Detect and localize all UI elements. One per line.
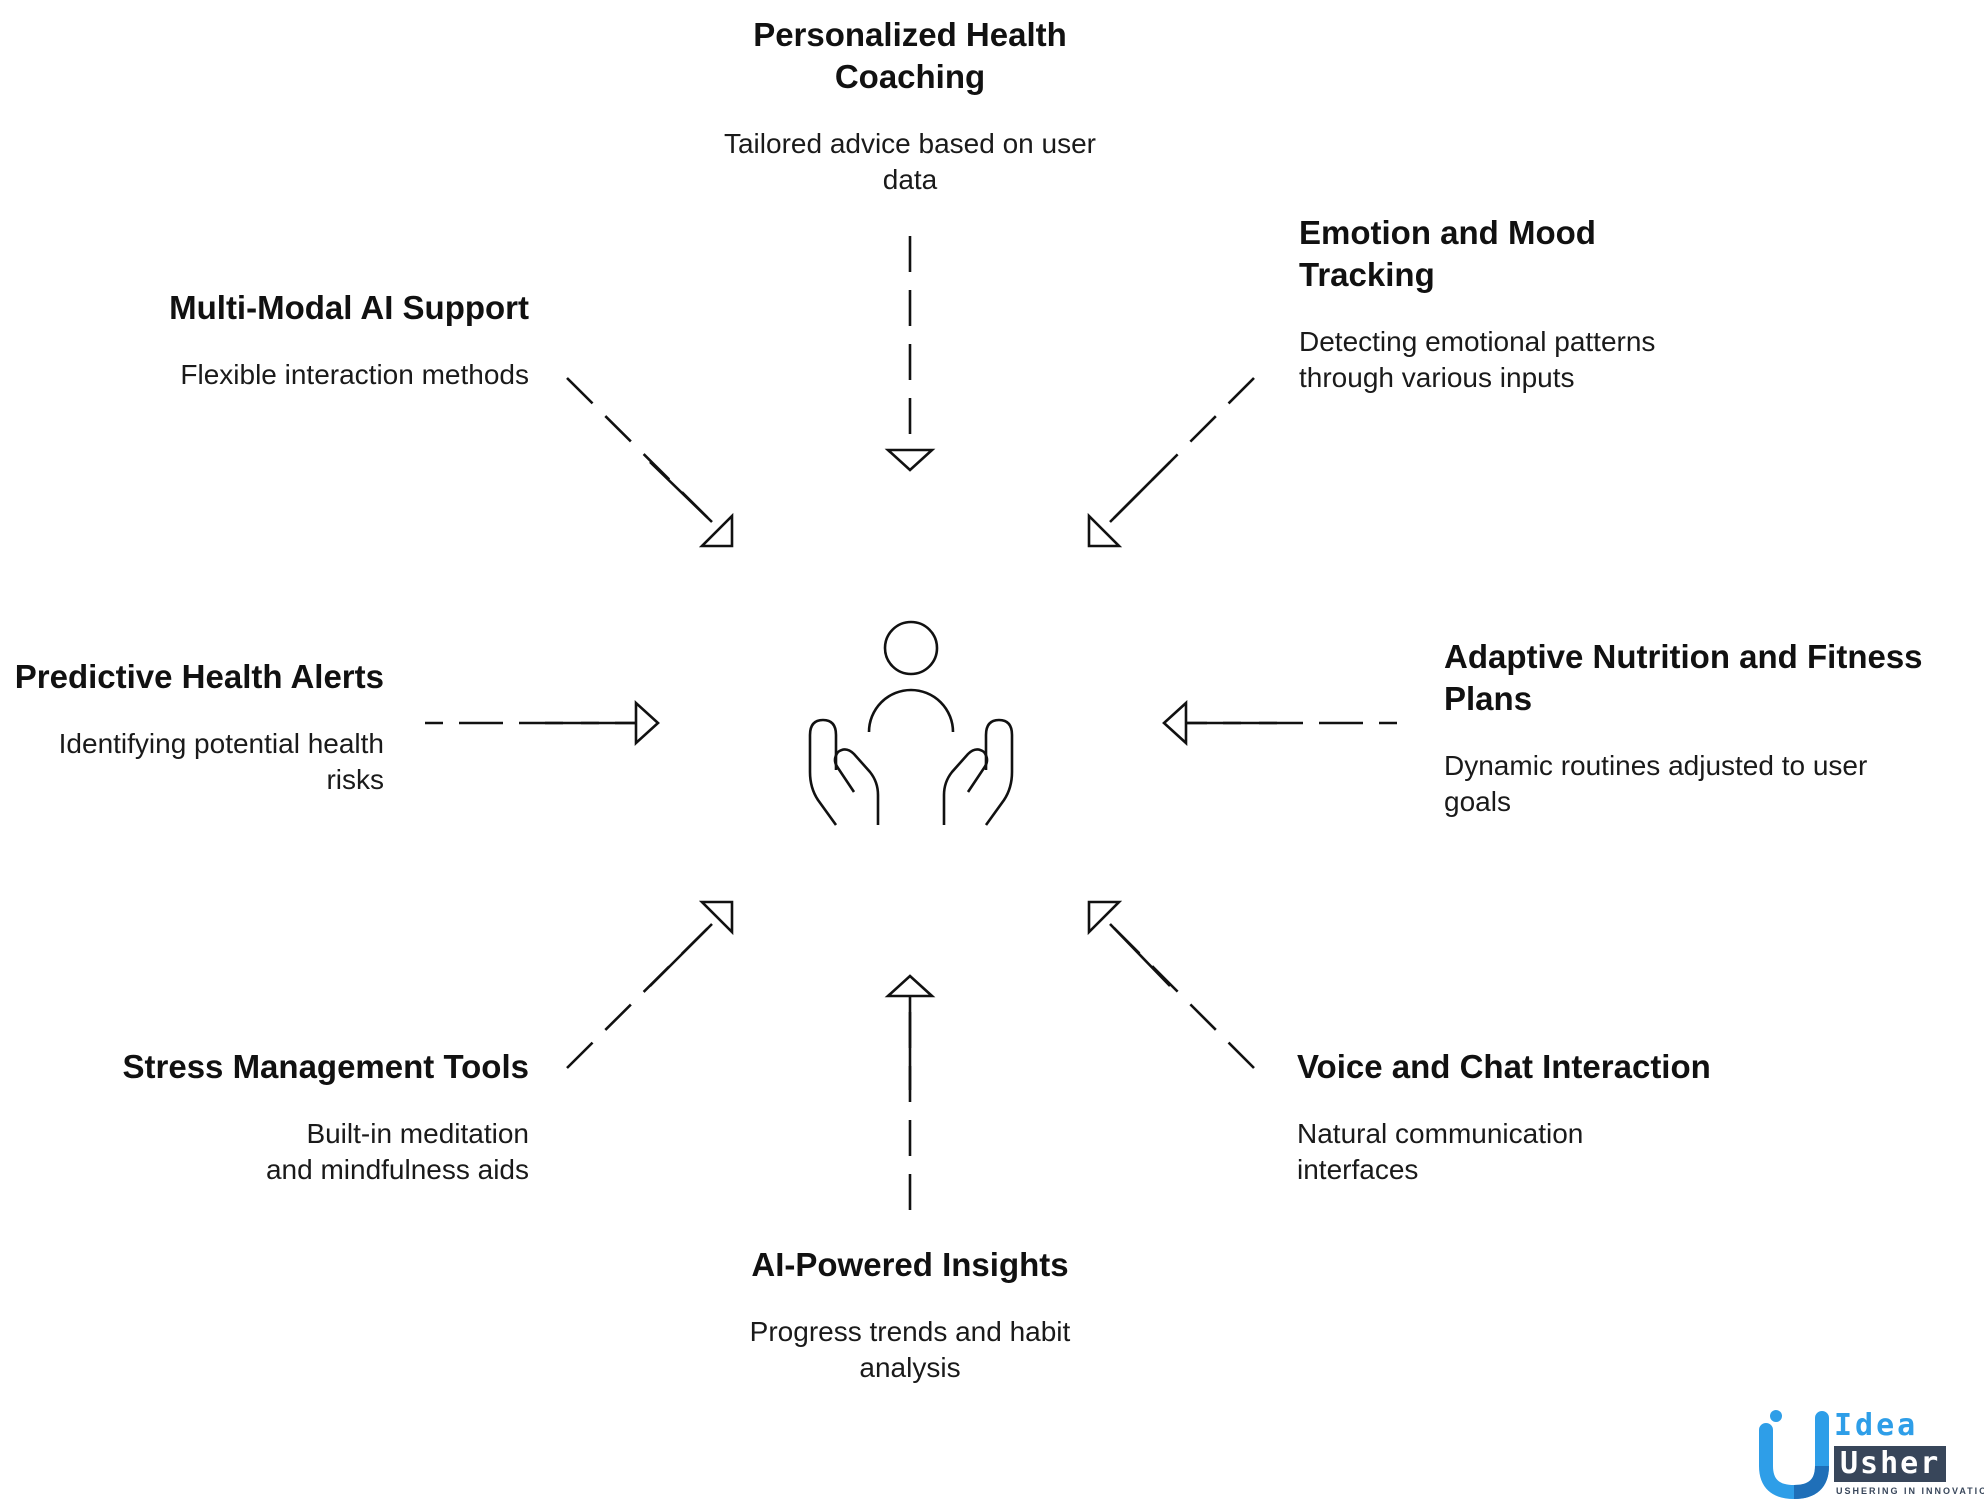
arrow-bottom bbox=[884, 974, 936, 1210]
feature-description: Detecting emotional patterns through var… bbox=[1299, 326, 1656, 393]
feature-title: Personalized Health Coaching bbox=[753, 16, 1067, 95]
feature-description: Natural communication interfaces bbox=[1297, 1118, 1584, 1185]
arrow-top-right bbox=[1087, 377, 1255, 548]
feature-title: Emotion and Mood Tracking bbox=[1299, 214, 1596, 293]
arrow-left bbox=[425, 700, 660, 746]
arrow-bottom-left bbox=[566, 900, 734, 1069]
feature-predictive-health-alerts: Predictive Health Alerts Identifying pot… bbox=[0, 656, 384, 798]
feature-title: Adaptive Nutrition and Fitness Plans bbox=[1444, 638, 1923, 717]
feature-description: Flexible interaction methods bbox=[180, 359, 529, 390]
feature-description: Built-in meditation and mindfulness aids bbox=[265, 1118, 529, 1185]
feature-personalized-health-coaching: Personalized Health Coaching Tailored ad… bbox=[700, 14, 1120, 198]
feature-emotion-mood-tracking: Emotion and Mood Tracking Detecting emot… bbox=[1299, 212, 1719, 396]
feature-multi-modal-ai-support: Multi-Modal AI Support Flexible interact… bbox=[100, 287, 529, 393]
feature-description: Dynamic routines adjusted to user goals bbox=[1444, 750, 1868, 817]
logo-tagline: USHERING IN INNOVATION bbox=[1836, 1486, 1984, 1496]
feature-title: Stress Management Tools bbox=[122, 1048, 530, 1085]
arrow-bottom-right bbox=[1087, 900, 1255, 1069]
logo-word-usher: Usher bbox=[1834, 1446, 1947, 1482]
person-with-caring-hands-icon bbox=[808, 620, 1014, 826]
logo-word-idea: Idea bbox=[1834, 1408, 1919, 1443]
feature-adaptive-nutrition-fitness: Adaptive Nutrition and Fitness Plans Dyn… bbox=[1444, 636, 1934, 820]
logo-u-mark-icon bbox=[1759, 1410, 1829, 1500]
idea-usher-logo: Idea Usher USHERING IN INNOVATION bbox=[1756, 1408, 1984, 1500]
feature-title: Predictive Health Alerts bbox=[14, 658, 384, 695]
feature-ai-powered-insights: AI-Powered Insights Progress trends and … bbox=[720, 1244, 1100, 1386]
arrow-top-left bbox=[566, 377, 734, 548]
feature-description: Progress trends and habit analysis bbox=[749, 1316, 1071, 1383]
feature-description: Tailored advice based on user data bbox=[723, 128, 1096, 195]
feature-stress-management-tools: Stress Management Tools Built-in meditat… bbox=[80, 1046, 530, 1188]
feature-description: Identifying potential health risks bbox=[58, 728, 384, 795]
feature-title: AI-Powered Insights bbox=[751, 1246, 1069, 1283]
feature-voice-chat-interaction: Voice and Chat Interaction Natural commu… bbox=[1297, 1046, 1777, 1188]
feature-title: Multi-Modal AI Support bbox=[169, 289, 529, 326]
arrow-right bbox=[1162, 700, 1397, 746]
arrow-top bbox=[884, 236, 936, 472]
feature-title: Voice and Chat Interaction bbox=[1297, 1048, 1711, 1085]
